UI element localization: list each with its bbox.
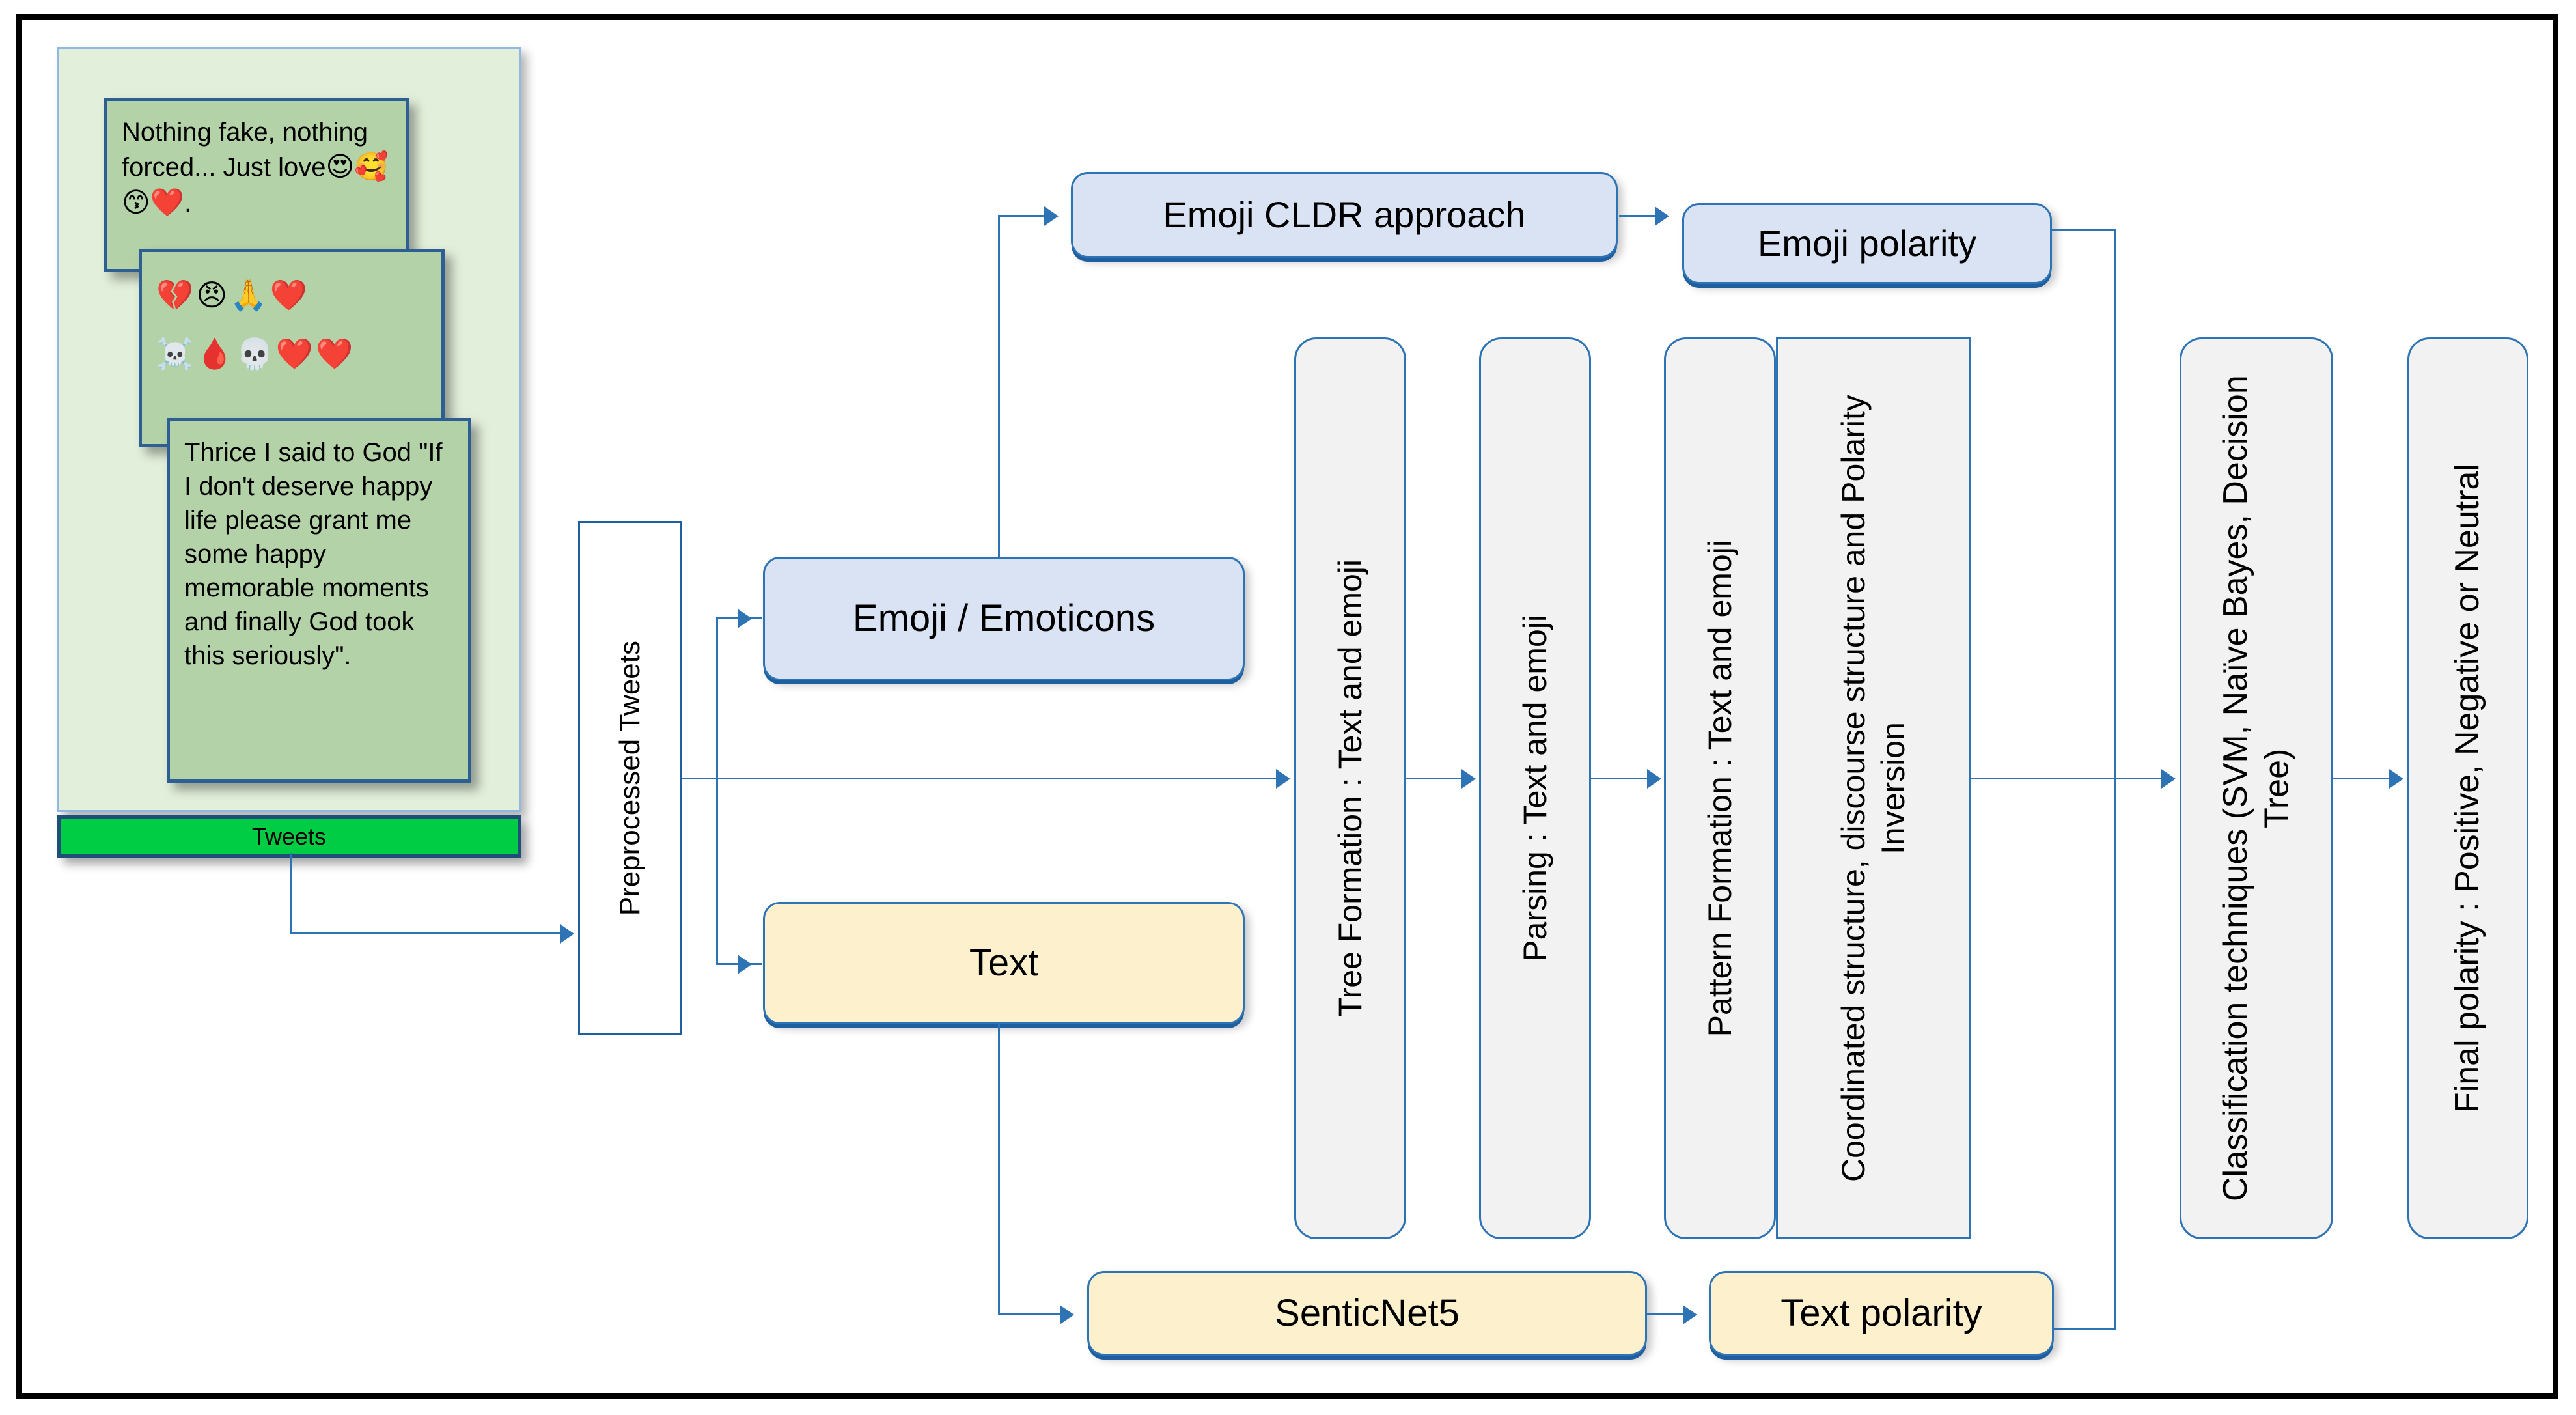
node-final-polarity[interactable]: Final polarity : Positive, Negative or N… [2407, 337, 2528, 1239]
node-tree-formation[interactable]: Tree Formation : Text and emoji [1294, 337, 1406, 1239]
connector-text-to-senticnet [998, 1313, 1070, 1315]
node-text-polarity[interactable]: Text polarity [1709, 1271, 2054, 1356]
node-text[interactable]: Text [763, 902, 1245, 1024]
arrow-to-text-polarity [1683, 1305, 1697, 1324]
tweets-label-text: Tweets [251, 822, 327, 850]
emoji-emoticons-label: Emoji / Emoticons [852, 596, 1156, 639]
text-polarity-label: Text polarity [1780, 1291, 1982, 1334]
pattern-formation-label: Pattern Formation : Text and emoji [1701, 539, 1738, 1037]
tree-formation-label: Tree Formation : Text and emoji [1331, 559, 1368, 1018]
tweet-2-emoji-line-2: ☠️🩸💀❤️❤️ [156, 336, 356, 371]
node-emoji-polarity[interactable]: Emoji polarity [1682, 203, 2052, 284]
node-emoji-emoticons[interactable]: Emoji / Emoticons [763, 557, 1245, 680]
tweet-card-1[interactable]: Nothing fake, nothing forced... Just lov… [104, 98, 409, 272]
senticnet5-label: SenticNet5 [1275, 1291, 1460, 1334]
connector-tweets-right [290, 932, 563, 934]
connector-classification-to-final [2333, 778, 2402, 779]
arrow-to-final-polarity [2389, 769, 2403, 789]
text-label: Text [969, 941, 1039, 984]
connector-tree-to-parsing [1406, 778, 1475, 779]
connector-emoji-to-cldr [998, 215, 1053, 217]
connector-tweets-down [290, 853, 292, 934]
connector-senticnet-to-textpolarity [1647, 1313, 1686, 1315]
tweet-1-emoji: 😍🥰😙❤️ [122, 151, 389, 217]
connector-textpol-up [2114, 778, 2116, 1330]
connector-preproc-split-up [716, 617, 718, 779]
arrow-to-text [738, 955, 752, 974]
coordinated-structure-label: Coordinated structure, discourse structu… [1835, 395, 1911, 1182]
node-preprocessed-tweets[interactable]: Preprocessed Tweets [578, 521, 682, 1035]
tweet-1-text: Nothing fake, nothing forced... Just lov… [122, 118, 368, 182]
connector-text-down [998, 1022, 1000, 1315]
node-senticnet5[interactable]: SenticNet5 [1087, 1271, 1647, 1356]
preprocessed-tweets-label: Preprocessed Tweets [614, 640, 646, 916]
parsing-label: Parsing : Text and emoji [1516, 615, 1553, 962]
node-coordinated-structure[interactable]: Coordinated structure, discourse structu… [1776, 337, 1971, 1239]
connector-preproc-split-down [716, 778, 718, 965]
arrow-to-senticnet5 [1060, 1305, 1074, 1324]
tweet-card-3[interactable]: Thrice I said to God "If I don't deserve… [167, 418, 471, 783]
connector-emoji-up [998, 215, 1000, 559]
arrow-to-emoji-cldr [1044, 206, 1059, 226]
arrow-to-parsing [1461, 769, 1476, 789]
node-emoji-cldr[interactable]: Emoji CLDR approach [1071, 172, 1618, 258]
connector-parsing-to-pattern [1591, 778, 1659, 779]
arrow-to-emoji-polarity [1655, 206, 1669, 226]
connector-textpol-right [2054, 1328, 2116, 1330]
connector-emojipol-right [2052, 229, 2116, 231]
tweet-1-trailing: . [184, 188, 192, 217]
arrow-to-emoji-emoticons [738, 609, 752, 628]
tweets-cluster: Nothing fake, nothing forced... Just lov… [57, 47, 533, 858]
tweet-2-emoji-line-1: 💔😠🙏❤️ [156, 278, 310, 312]
node-pattern-formation[interactable]: Pattern Formation : Text and emoji [1664, 337, 1776, 1239]
tweet-3-text: Thrice I said to God "If I don't deserve… [184, 438, 443, 670]
emoji-polarity-label: Emoji polarity [1757, 222, 1977, 264]
connector-cldr-to-polarity [1619, 215, 1657, 217]
arrow-to-classification [2161, 769, 2176, 789]
tweets-label[interactable]: Tweets [57, 815, 521, 858]
connector-emojipol-down [2114, 229, 2116, 779]
classification-label: Classification techniques (SVM, Naïve Ba… [2216, 375, 2295, 1201]
connector-coord-to-classification [1971, 778, 2173, 779]
node-classification[interactable]: Classification techniques (SVM, Naïve Ba… [2180, 337, 2333, 1239]
final-polarity-label: Final polarity : Positive, Negative or N… [2448, 463, 2487, 1114]
node-parsing[interactable]: Parsing : Text and emoji [1479, 337, 1591, 1239]
arrow-to-preprocessed [560, 924, 574, 944]
arrow-to-pattern-formation [1647, 769, 1661, 789]
arrow-to-tree-formation [1276, 769, 1290, 789]
connector-spine-main [716, 778, 1289, 779]
emoji-cldr-label: Emoji CLDR approach [1163, 193, 1526, 235]
